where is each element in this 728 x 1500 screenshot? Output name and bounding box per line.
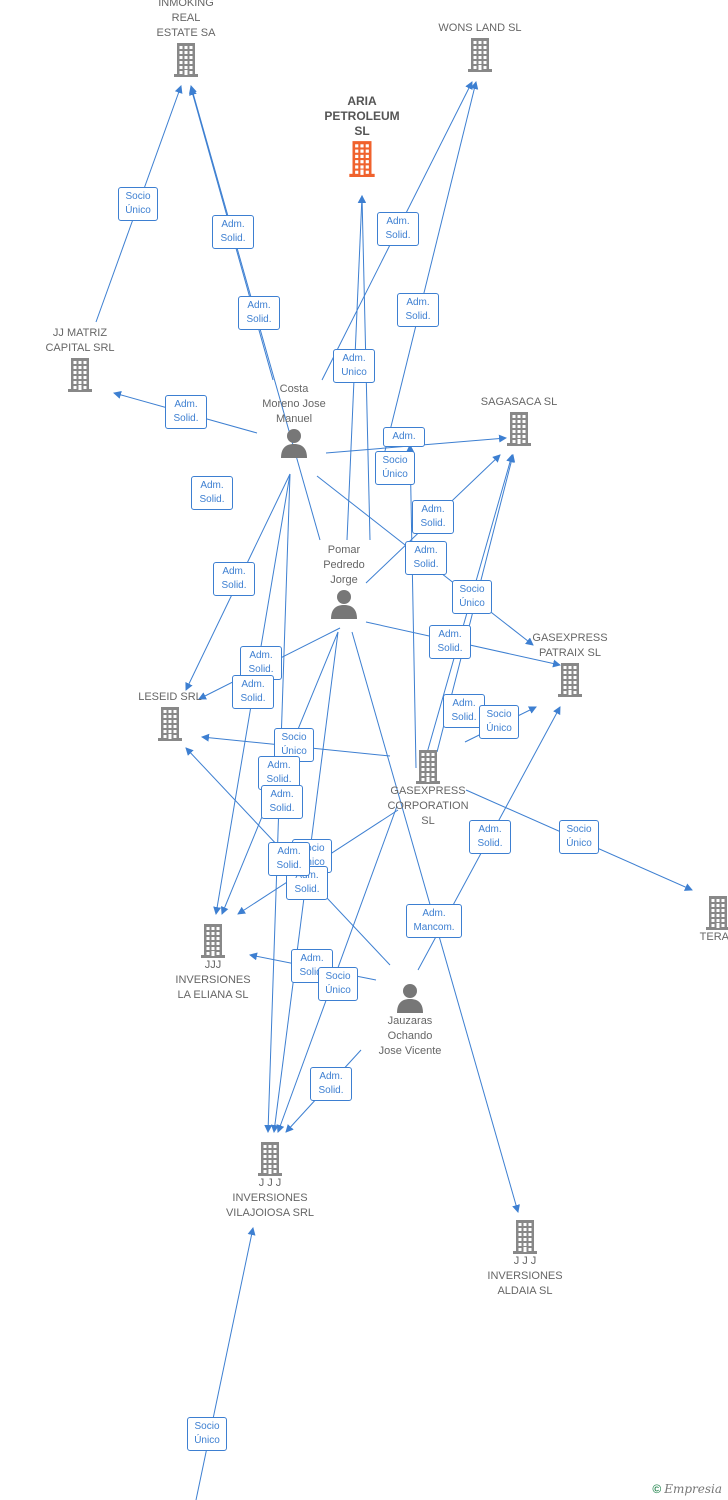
relation-tag[interactable]: Adm. Solid. bbox=[310, 1067, 352, 1101]
node-label: ARIA PETROLEUM SL bbox=[324, 94, 400, 138]
node-sagasaca[interactable]: SAGASACA SL bbox=[470, 395, 568, 446]
node-jjj-vilajoiosa[interactable]: J J J INVERSIONES VILAJOIOSA SRL bbox=[220, 1140, 320, 1221]
node-inmoking[interactable]: INMOKING REAL ESTATE SA bbox=[140, 0, 232, 77]
relation-tag[interactable]: Adm. bbox=[383, 427, 425, 447]
relation-tag[interactable]: Adm. Solid. bbox=[429, 625, 471, 659]
relation-tag[interactable]: Socio Único bbox=[375, 451, 415, 485]
relation-tag[interactable]: Socio Único bbox=[479, 705, 519, 739]
edge-line bbox=[406, 444, 417, 769]
relation-tag[interactable]: Adm. Solid. bbox=[377, 212, 419, 246]
relation-tag[interactable]: Adm. Solid. bbox=[443, 694, 485, 728]
relation-tag[interactable]: Adm. Solid. bbox=[397, 293, 439, 327]
node-wons-land[interactable]: WONS LAND SL bbox=[420, 21, 540, 72]
building-icon bbox=[68, 358, 92, 392]
relation-tag[interactable]: Adm. Solid. bbox=[165, 395, 207, 429]
node-leseid[interactable]: LESEID SRL bbox=[130, 690, 210, 741]
relation-tag[interactable]: Adm. Solid. bbox=[268, 842, 310, 876]
node-label: Pomar Pedredo Jorge bbox=[323, 544, 365, 586]
relation-tag[interactable]: Adm. Solid. bbox=[469, 820, 511, 854]
node-label: GASEXPRESS PATRAIX SL bbox=[532, 632, 608, 659]
relation-tag[interactable]: Adm. Solid. bbox=[240, 646, 282, 680]
relation-tag[interactable]: Socio Único bbox=[452, 580, 492, 614]
building-icon bbox=[174, 43, 198, 77]
relation-tag[interactable]: Adm. Solid. bbox=[261, 785, 303, 819]
node-jjj-aldaia[interactable]: J J J INVERSIONES ALDAIA SL bbox=[478, 1218, 572, 1299]
edge-line bbox=[383, 81, 479, 456]
building-icon bbox=[258, 1142, 282, 1176]
node-label: GASEXPRESS CORPORATION SL bbox=[387, 785, 469, 827]
node-jj-matriz[interactable]: JJ MATRIZ CAPITAL SRL bbox=[34, 326, 126, 392]
node-gasexpress-patraix[interactable]: GASEXPRESS PATRAIX SL bbox=[524, 631, 616, 697]
empresia-brand[interactable]: ©Empresia bbox=[652, 1482, 722, 1496]
building-icon bbox=[416, 750, 440, 784]
node-terax[interactable]: TERAX bbox=[688, 894, 728, 945]
node-label: TERAX bbox=[699, 931, 728, 943]
edge-line bbox=[195, 1227, 256, 1500]
node-aria-petroleum[interactable]: ARIA PETROLEUM SL bbox=[316, 94, 408, 177]
building-icon bbox=[513, 1220, 537, 1254]
person-icon bbox=[331, 590, 357, 619]
relation-tag[interactable]: Socio Único bbox=[118, 187, 158, 221]
relation-tag[interactable]: Adm. Solid. bbox=[212, 215, 254, 249]
person-icon bbox=[281, 429, 307, 458]
relation-tag[interactable]: Socio Único bbox=[187, 1417, 227, 1451]
node-jjj-eliana[interactable]: JJJ INVERSIONES LA ELIANA SL bbox=[166, 922, 260, 1003]
node-label: INMOKING REAL ESTATE SA bbox=[156, 0, 216, 39]
building-icon bbox=[468, 38, 492, 72]
relation-tag[interactable]: Adm. Solid. bbox=[232, 675, 274, 709]
relation-tag[interactable]: Adm. Solid. bbox=[238, 296, 280, 330]
node-label: JJ MATRIZ CAPITAL SRL bbox=[45, 327, 115, 354]
building-icon bbox=[158, 707, 182, 741]
building-icon bbox=[558, 663, 582, 697]
node-label: J J J INVERSIONES VILAJOIOSA SRL bbox=[225, 1177, 315, 1219]
relation-tag[interactable]: Adm. Solid. bbox=[412, 500, 454, 534]
node-label: WONS LAND SL bbox=[438, 22, 522, 34]
brand-name: Empresia bbox=[664, 1482, 722, 1496]
node-jauzaras[interactable]: Jauzaras Ochando Jose Vicente bbox=[364, 982, 456, 1059]
building-icon bbox=[201, 924, 225, 958]
person-icon bbox=[397, 984, 423, 1013]
relation-tag[interactable]: Adm. Solid. bbox=[258, 756, 300, 790]
relation-tag[interactable]: Adm. Unico bbox=[333, 349, 375, 383]
copyright-icon: © bbox=[652, 1482, 662, 1496]
node-gasexpress-corporation[interactable]: GASEXPRESS CORPORATION SL bbox=[380, 748, 476, 829]
relation-tag[interactable]: Socio Único bbox=[318, 967, 358, 1001]
relation-tag[interactable]: Adm. Mancom. bbox=[406, 904, 462, 938]
node-costa[interactable]: Costa Moreno Jose Manuel bbox=[248, 382, 340, 459]
node-label: Jauzaras Ochando Jose Vicente bbox=[378, 1015, 442, 1057]
node-label: LESEID SRL bbox=[138, 691, 202, 703]
node-label: JJJ INVERSIONES LA ELIANA SL bbox=[175, 959, 251, 1001]
relation-tag[interactable]: Socio Único bbox=[559, 820, 599, 854]
relation-tag[interactable]: Adm. Solid. bbox=[405, 541, 447, 575]
building-icon bbox=[349, 141, 375, 177]
node-label: Costa Moreno Jose Manuel bbox=[262, 383, 326, 425]
building-icon bbox=[706, 896, 728, 930]
node-label: SAGASACA SL bbox=[480, 396, 558, 408]
relation-tag[interactable]: Adm. Solid. bbox=[213, 562, 255, 596]
relation-tag[interactable]: Adm. Solid. bbox=[191, 476, 233, 510]
node-pomar[interactable]: Pomar Pedredo Jorge bbox=[300, 543, 388, 620]
building-icon bbox=[507, 412, 531, 446]
node-label: J J J INVERSIONES ALDAIA SL bbox=[487, 1255, 563, 1297]
